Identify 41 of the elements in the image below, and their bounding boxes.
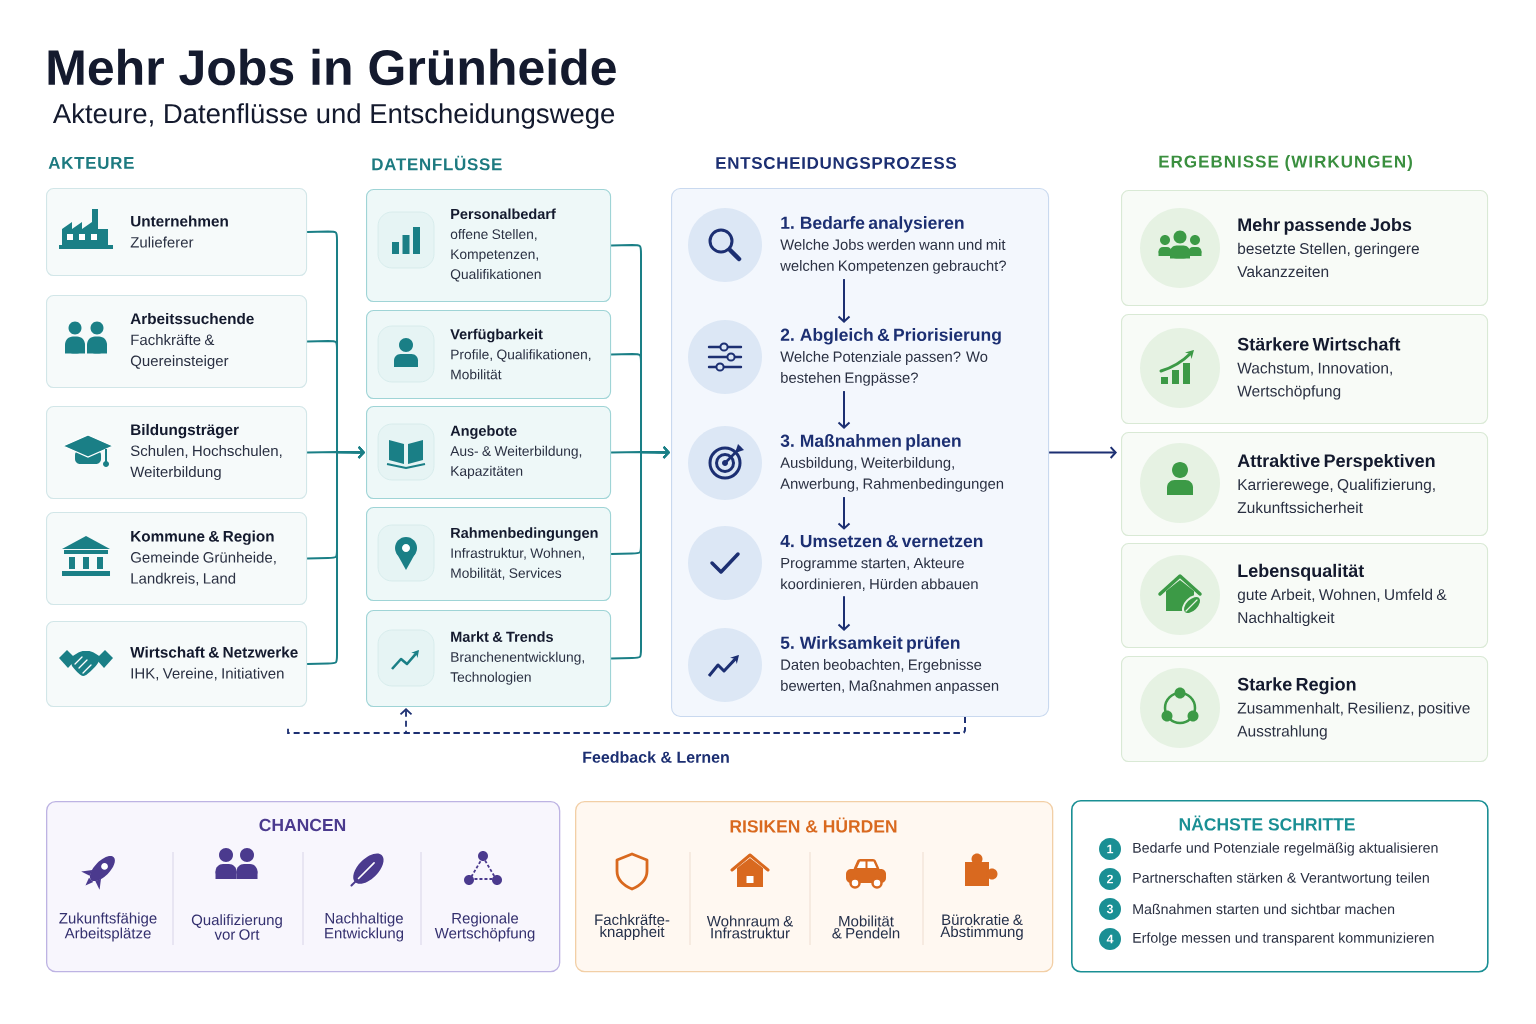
arrow xyxy=(837,595,851,631)
arrow xyxy=(1048,446,1117,460)
number-badge: 2 xyxy=(1099,868,1121,890)
info-card: Wirtschaft & Netzwerke IHK, Vereine, Initiativen xyxy=(46,621,308,708)
arrow xyxy=(837,278,851,323)
item-label: Zukunftsfähige Arbeitsplätze xyxy=(59,912,157,942)
arrow xyxy=(837,496,851,530)
info-card: Bildungsträger Schulen, Hochschulen, Weiterbildung xyxy=(46,406,308,500)
step-text: 4. Umsetzen & vernetzen Programme starten, Akteure koordinieren, Hürden abbauen xyxy=(780,535,983,591)
step-text: 1. Bedarfe analysieren Welche Jobs werden wann und mit welchen Kompetenzen gebraucht? xyxy=(780,216,1006,274)
edge-label: Feedback & Lernen xyxy=(580,749,732,765)
info-card: Unternehmen Zulieferer xyxy=(46,188,308,277)
item-label: Fachkräfte- knappheit xyxy=(595,914,670,940)
step-text: 5. Wirksamkeit prüfen Daten beobachten, Ergebnisse bewerten, Maßnahmen anpassen xyxy=(780,636,999,694)
step-text: 2. Abgleich & Priorisierung Welche Potenziale passen? Wo bestehen Engpässe? xyxy=(780,328,1001,386)
item-label: Nachhaltige Entwicklung xyxy=(325,912,404,942)
step-text: 3. Maßnahmen planen Ausbildung, Weiterbildung, Anwerbung, Rahmenbedingungen xyxy=(780,434,1004,492)
arrow xyxy=(837,390,851,429)
item-label: Qualifizierung vor Ort xyxy=(191,914,282,940)
column-heading: ERGEBNISSE (WIRKUNGEN) xyxy=(1159,155,1412,171)
number-badge: 3 xyxy=(1099,898,1121,920)
item-label: Mobilität & Pendeln xyxy=(832,915,900,939)
list-text: Bedarfe und Potenziale regelmäßig aktualisieren xyxy=(1133,842,1438,856)
info-card: Arbeitssuchende Fachkräfte & Quereinsteiger xyxy=(46,295,308,389)
column-heading: ENTSCHEIDUNGSPROZESS xyxy=(716,157,957,169)
item-label: Bürokratie & Abstimmung xyxy=(940,914,1023,940)
number-badge: 1 xyxy=(1099,838,1121,860)
list-text: Maßnahmen starten und sichtbar machen xyxy=(1133,903,1395,915)
info-card: Kommune & Region Gemeinde Grünheide, Landkreis, Land xyxy=(46,512,308,606)
number-badge: 4 xyxy=(1099,928,1121,950)
dashed-connector xyxy=(287,716,966,734)
arrow xyxy=(610,445,670,660)
arrow xyxy=(306,445,365,666)
column-heading: DATENFLÜSSE xyxy=(372,155,502,171)
list-text: Partnerschaften stärken & Verantwortung teilen xyxy=(1133,872,1429,886)
list-text: Erfolge messen und transparent kommunizieren xyxy=(1133,932,1434,946)
item-label: Regionale Wertschöpfung xyxy=(434,912,535,942)
subtitle: Akteure, Datenflüsse und Entscheidungswege xyxy=(52,103,615,129)
column-heading: AKTEURE xyxy=(48,157,134,169)
title: Mehr Jobs in Grünheide xyxy=(48,48,616,86)
item-label: Wohnraum & Infrastruktur xyxy=(706,915,793,939)
